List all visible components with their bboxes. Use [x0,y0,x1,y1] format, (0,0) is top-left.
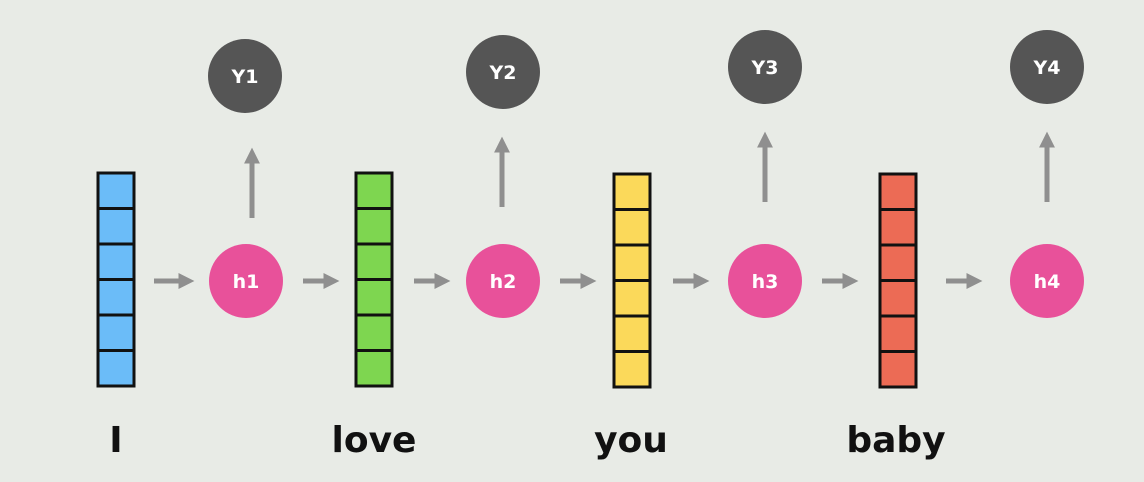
vector-cell [878,279,918,318]
output-node-label: Y4 [1033,57,1061,79]
time-step-4: h4 Y4 baby [846,30,1084,461]
output-node-y2 [466,35,540,109]
vector-cell [612,350,652,389]
vector-cell [96,207,136,246]
vector-cell [612,314,652,353]
hidden-node-label: h3 [752,271,779,293]
word-vector-4 [878,172,918,389]
time-step-2: h2 Y2 love [332,35,540,461]
vector-cell [612,208,652,247]
vector-cell [354,171,394,210]
output-node-label: Y3 [751,57,779,79]
vector-cell [878,314,918,353]
vector-cell [878,208,918,247]
vector-cell [878,172,918,211]
time-step-3: h3 Y3 you [594,30,802,461]
vector-cell [96,242,136,281]
vector-cell [96,349,136,388]
hidden-node-h3 [728,244,802,318]
time-step-1: h1 Y1 I [96,39,283,461]
output-node-label: Y2 [489,62,517,84]
input-word: love [332,420,417,461]
output-node-y3 [728,30,802,104]
output-node-label: Y1 [231,66,259,88]
vector-cell [96,278,136,317]
hidden-node-h1 [209,244,283,318]
hidden-node-h2 [466,244,540,318]
vector-cell [354,278,394,317]
word-vector-2 [354,171,394,388]
vector-cell [354,313,394,352]
hidden-node-label: h2 [490,271,517,293]
hidden-node-h4 [1010,244,1084,318]
word-vector-1 [96,171,136,388]
vector-cell [354,349,394,388]
vector-cell [96,313,136,352]
hidden-node-label: h1 [233,271,260,293]
input-word: baby [846,420,945,461]
vector-cell [612,279,652,318]
vector-cell [612,172,652,211]
hidden-node-label: h4 [1034,271,1061,293]
input-word: you [594,420,668,461]
vector-cell [354,207,394,246]
vector-cell [878,350,918,389]
word-vector-3 [612,172,652,389]
vector-cell [612,243,652,282]
vector-cell [354,242,394,281]
vector-cell [878,243,918,282]
input-word: I [109,420,122,461]
output-node-y4 [1010,30,1084,104]
output-node-y1 [208,39,282,113]
vector-cell [96,171,136,210]
